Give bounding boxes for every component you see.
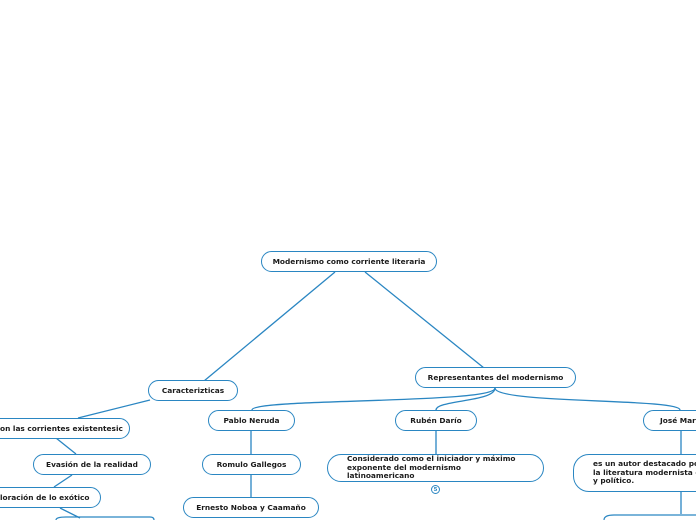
marti-child-description[interactable]: es un autor destacado por la literatura … <box>573 454 696 492</box>
connector-rep-neruda <box>251 387 496 411</box>
connector-root-caracteristicas <box>203 271 336 382</box>
connector-item2-item3 <box>53 474 73 488</box>
author-node-neruda[interactable]: Pablo Neruda <box>208 410 295 431</box>
author-node-dario[interactable]: Rubén Darío <box>395 410 477 431</box>
neruda-child-noboa[interactable]: Ernesto Noboa y Caamaño <box>183 497 319 518</box>
cut-node-right <box>603 514 696 520</box>
connector-item1-item2 <box>55 437 77 455</box>
caracteristica-item-2[interactable]: Evasión de la realidad <box>33 454 151 475</box>
representantes-node[interactable]: Representantes del modernismo <box>415 367 576 388</box>
author-node-marti[interactable]: José Mart <box>643 410 696 431</box>
neruda-child-gallegos[interactable]: Romulo Gallegos <box>202 454 301 475</box>
dario-child-description[interactable]: Considerado como el iniciador y máximo e… <box>327 454 544 482</box>
root-node[interactable]: Modernismo como corriente literaria <box>261 251 437 272</box>
caracteristica-item-1[interactable]: on las corrientes existentesic <box>0 418 130 439</box>
count-badge[interactable]: 5 <box>431 485 440 494</box>
connector-rep-dario <box>435 387 496 411</box>
connector-item3-next <box>59 507 81 519</box>
connector-caracteristicas-item1 <box>77 399 151 419</box>
cut-node-left <box>55 516 155 520</box>
caracteristicas-node[interactable]: Caracterizticas <box>148 380 238 401</box>
connector-root-representantes <box>364 271 485 369</box>
connector-rep-marti <box>494 387 681 411</box>
caracteristica-item-3[interactable]: loración de lo exótico <box>0 487 101 508</box>
